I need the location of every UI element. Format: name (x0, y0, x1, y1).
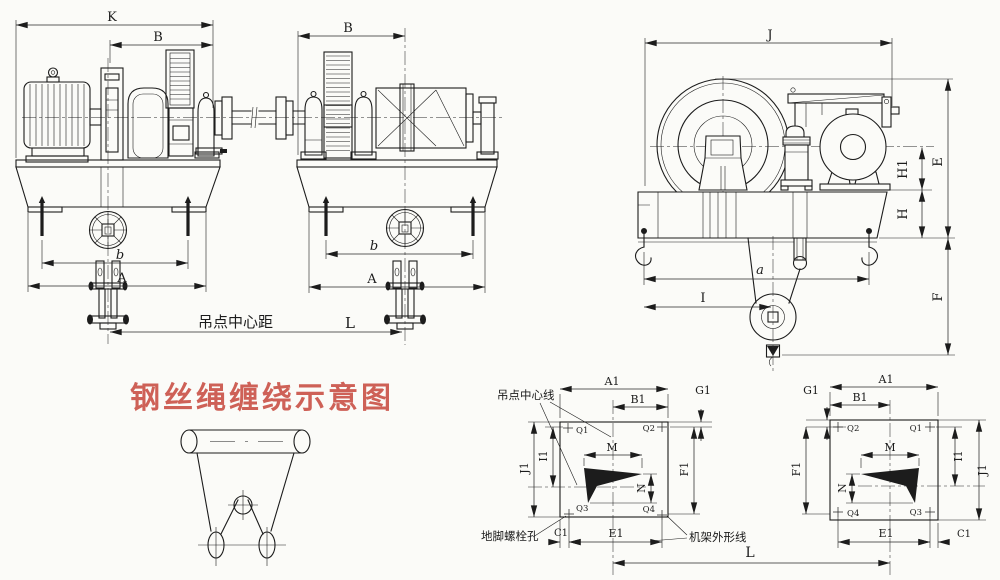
rope-lead-pulley (792, 237, 808, 271)
dim-J-label: J (765, 28, 772, 43)
front-view-left: K B b A (15, 10, 227, 344)
front-view-right: B b A (296, 21, 499, 345)
hole-Q4-label: Q4 (847, 509, 859, 519)
dim-B-label: B (343, 21, 353, 36)
dim-E1-label: E1 (608, 527, 623, 540)
hole-Q2-label: Q2 (847, 424, 859, 434)
dim-C1-label: C1 (554, 528, 568, 539)
dim-L-label: L (345, 314, 355, 332)
dim-I1-label: I1 (537, 450, 550, 461)
rope-anchor-wedge (861, 468, 919, 503)
dim-M-label: M (884, 441, 895, 454)
dim-N-label: N (836, 483, 849, 493)
hole-Q1-label: Q1 (910, 424, 922, 434)
dim-J1-label: J1 (518, 462, 531, 474)
dim-F1-label: F1 (790, 462, 803, 477)
eye-bolt-icon (47, 67, 59, 78)
dim-E1-label: E1 (878, 527, 893, 540)
dim-A1-label: A1 (604, 375, 620, 388)
dim-F1-label: F1 (678, 462, 691, 477)
release-rod (195, 147, 223, 155)
brake-column (100, 67, 124, 161)
dimensions-side-view: J E H1 H F a I (643, 28, 955, 356)
rope-drum (375, 83, 482, 152)
dimensions-right-view: B b A (297, 21, 486, 293)
suspension-bolts (38, 196, 192, 236)
hole-Q3-label: Q3 (910, 508, 922, 518)
bearing-right (350, 90, 377, 160)
brake-frame (787, 87, 900, 128)
dim-C1-label: C1 (957, 529, 971, 540)
footprint-right: A1 B1 G1 Q2 Q1 Q4 Q3 M N F1 I1 J1 (790, 373, 989, 575)
motor (23, 67, 102, 163)
dim-I1-label: I1 (952, 450, 965, 461)
coupling-shaft (214, 96, 305, 140)
dim-A1-label: A1 (878, 373, 894, 386)
dim-M-label: M (606, 441, 617, 454)
dim-A-label: A (366, 272, 377, 287)
dim-H-label: H (896, 208, 911, 219)
drum-pedestal (698, 135, 748, 191)
end-pedestal (476, 96, 499, 160)
hole-Q4-label: Q4 (643, 505, 655, 515)
winding-ropes (196, 452, 295, 535)
frame-outline-rect (829, 419, 939, 521)
dimensions-left-view: K B b A (15, 10, 214, 292)
dim-H1-label: H1 (896, 159, 911, 179)
dim-L-label: L (745, 545, 754, 561)
leader-line (532, 515, 567, 538)
hook-distance-dimension: 吊点中心距 L (110, 313, 402, 336)
leader-lines (539, 401, 612, 486)
dim-G1-label: G1 (695, 384, 711, 397)
dim-I-label: I (700, 291, 705, 306)
winding-diagram-title: 钢丝绳缠绕示意图 (130, 381, 394, 416)
suspension-bolts (322, 196, 477, 236)
bolt-holes: Q1 Q2 Q3 Q4 (563, 422, 667, 520)
hole-Q2-label: Q2 (643, 424, 655, 434)
frame (296, 159, 498, 213)
footprint-left: A1 B1 G1 Q1 Q2 Q3 Q4 M N F1 I1 J1 (481, 375, 747, 575)
bed-beam (637, 191, 888, 243)
thruster (780, 102, 813, 191)
sheave (385, 208, 425, 248)
bearing-left (300, 90, 327, 160)
ropes (747, 237, 801, 304)
dim-E-label: E (931, 157, 946, 167)
dim-a-label: a (756, 263, 764, 278)
frame-outline-rect (559, 421, 669, 518)
dim-K-label: K (107, 10, 117, 25)
hole-Q1-label: Q1 (576, 426, 588, 436)
anchor-bolt-label: 地脚螺栓孔 (481, 529, 539, 543)
hole-Q3-label: Q3 (576, 504, 588, 514)
hook-distance-label: 吊点中心距 (198, 313, 273, 331)
footprint-distance-dimension: L (613, 545, 890, 567)
dim-B1-label: B1 (630, 393, 645, 406)
dim-b-label: b (116, 248, 124, 263)
leader-lines (649, 515, 688, 542)
rope-anchor-wedge (584, 468, 642, 503)
dim-F-label: F (931, 292, 946, 301)
dim-N-label: N (635, 483, 648, 493)
lower-sheave (747, 237, 801, 367)
gear (323, 51, 353, 159)
hook-centerline-label: 吊点中心线 (497, 388, 555, 402)
dim-b-label: b (370, 239, 378, 254)
winding-drum (180, 429, 311, 454)
gear-ladder (165, 49, 195, 157)
bearing-pedestal (194, 91, 227, 159)
side-view: J E H1 H F a I (635, 28, 955, 372)
suspension-hooks (635, 228, 878, 266)
motor-end-view (819, 108, 891, 191)
dim-G1-label: G1 (803, 384, 819, 397)
winding-diagram: 钢丝绳缠绕示意图 (130, 381, 394, 566)
frame-outline-label: 机架外形线 (689, 530, 747, 544)
gearbox (127, 87, 169, 159)
dim-A-label: A (116, 271, 127, 286)
dim-B-label: B (153, 30, 163, 45)
dim-J1-label: J1 (976, 464, 989, 476)
bolt-holes: Q2 Q1 Q4 Q3 (833, 422, 935, 519)
winding-pulleys (198, 490, 286, 566)
dim-B1-label: B1 (852, 391, 867, 404)
